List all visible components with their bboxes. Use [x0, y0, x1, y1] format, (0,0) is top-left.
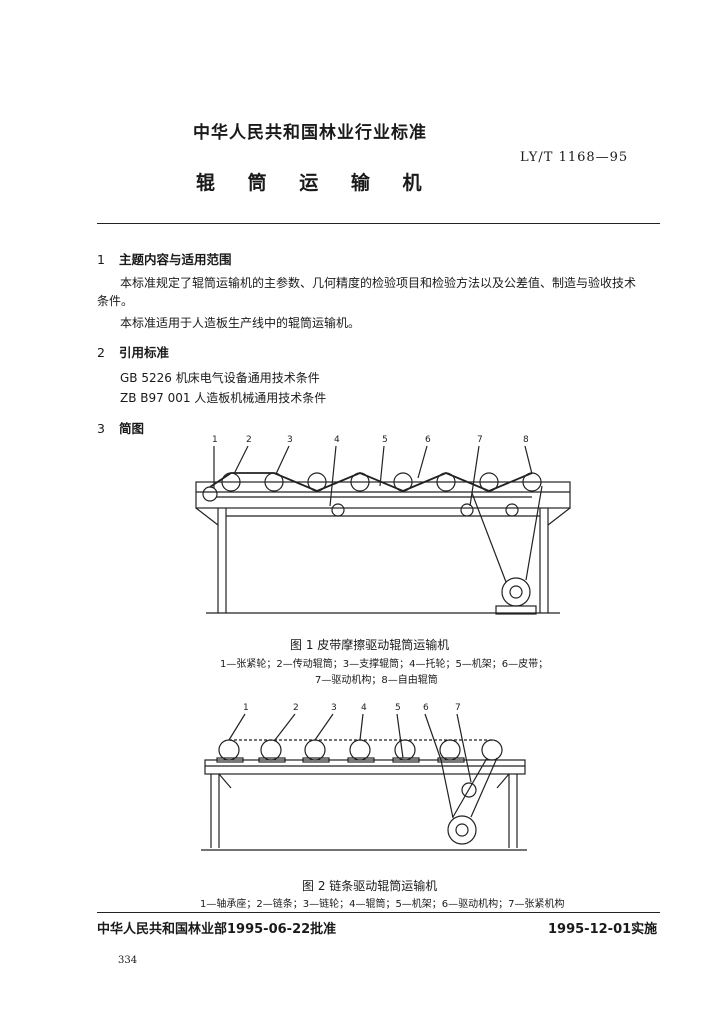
callout-4: 4 [334, 435, 340, 445]
idler-icon [505, 503, 519, 517]
drive-sprocket-icon [447, 815, 477, 845]
callout-3: 3 [331, 703, 337, 713]
figure-1-legend-line: 1—张紧轮；2—传动辊筒；3—支撑辊筒；4—托轮；5—机架；6—皮带； [220, 659, 549, 670]
frame-top-icon [204, 759, 526, 775]
section-1-heading: 1 主题内容与适用范围 [97, 249, 232, 268]
figure-2-caption: 图 2 链条驱动辊筒运输机 [302, 879, 438, 893]
roller-icon [304, 739, 326, 761]
section-number: 1 [97, 252, 105, 267]
section-title: 主题内容与适用范围 [119, 252, 232, 267]
header-rule [97, 223, 660, 224]
paragraph-line: 条件。 [97, 294, 134, 308]
callout-1: 1 [212, 435, 218, 445]
standard-code: LY/T 1168—95 [520, 150, 629, 165]
section-title: 引用标准 [119, 345, 170, 360]
document-title: 辊 筒 运 输 机 [196, 172, 424, 194]
callout-5: 5 [382, 435, 388, 445]
callout-6: 6 [425, 435, 431, 445]
paragraph-line: 本标准规定了辊筒运输机的主参数、几何精度的检验项目和检验方法以及公差值、制造与验… [120, 276, 637, 290]
figure-2-drawing: 1 2 3 4 5 6 7 [201, 703, 527, 851]
callout-8: 8 [523, 435, 529, 445]
section-number: 3 [97, 421, 105, 436]
callout-7: 7 [455, 703, 461, 713]
tension-wheel-icon [202, 486, 218, 502]
page-number: 334 [118, 955, 138, 966]
roller-icon [481, 739, 503, 761]
roller-icon [394, 739, 416, 761]
callout-2: 2 [246, 435, 252, 445]
footer-rule [97, 912, 660, 913]
drive-pulley-icon [501, 577, 531, 607]
roller-icon [218, 739, 240, 761]
callout-6: 6 [423, 703, 429, 713]
figure-1-legend-line: 7—驱动机构；8—自由辊筒 [315, 675, 438, 686]
figure-1-drawing: 1 2 3 4 5 6 7 8 [195, 435, 571, 615]
reference-item: ZB B97 001 人造板机械通用技术条件 [120, 391, 327, 405]
approval-line: 中华人民共和国林业部1995-06-22批准 [97, 922, 337, 937]
tensioner-icon [461, 782, 477, 798]
callout-4: 4 [361, 703, 367, 713]
figure-2-legend: 1—轴承座；2—链条；3—链轮；4—辊筒；5—机架；6—驱动机构；7—张紧机构 [200, 899, 565, 910]
callout-1: 1 [243, 703, 249, 713]
callout-7: 7 [477, 435, 483, 445]
section-title: 简图 [119, 421, 145, 436]
idler-icon [331, 503, 345, 517]
callout-5: 5 [395, 703, 401, 713]
roller-icon [349, 739, 371, 761]
section-3-heading: 3 简图 [97, 418, 144, 437]
reference-item: GB 5226 机床电气设备通用技术条件 [120, 371, 320, 385]
idler-icon [460, 503, 474, 517]
callout-3: 3 [287, 435, 293, 445]
callout-2: 2 [293, 703, 299, 713]
roller-icon [439, 739, 461, 761]
roller-icon [260, 739, 282, 761]
effective-date: 1995-12-01实施 [548, 922, 658, 937]
section-2-heading: 2 引用标准 [97, 342, 169, 361]
figure-1-caption: 图 1 皮带摩擦驱动辊筒运输机 [290, 638, 450, 652]
section-number: 2 [97, 345, 105, 360]
org-title: 中华人民共和国林业行业标准 [193, 123, 427, 143]
paragraph: 本标准适用于人造板生产线中的辊筒运输机。 [120, 316, 361, 330]
